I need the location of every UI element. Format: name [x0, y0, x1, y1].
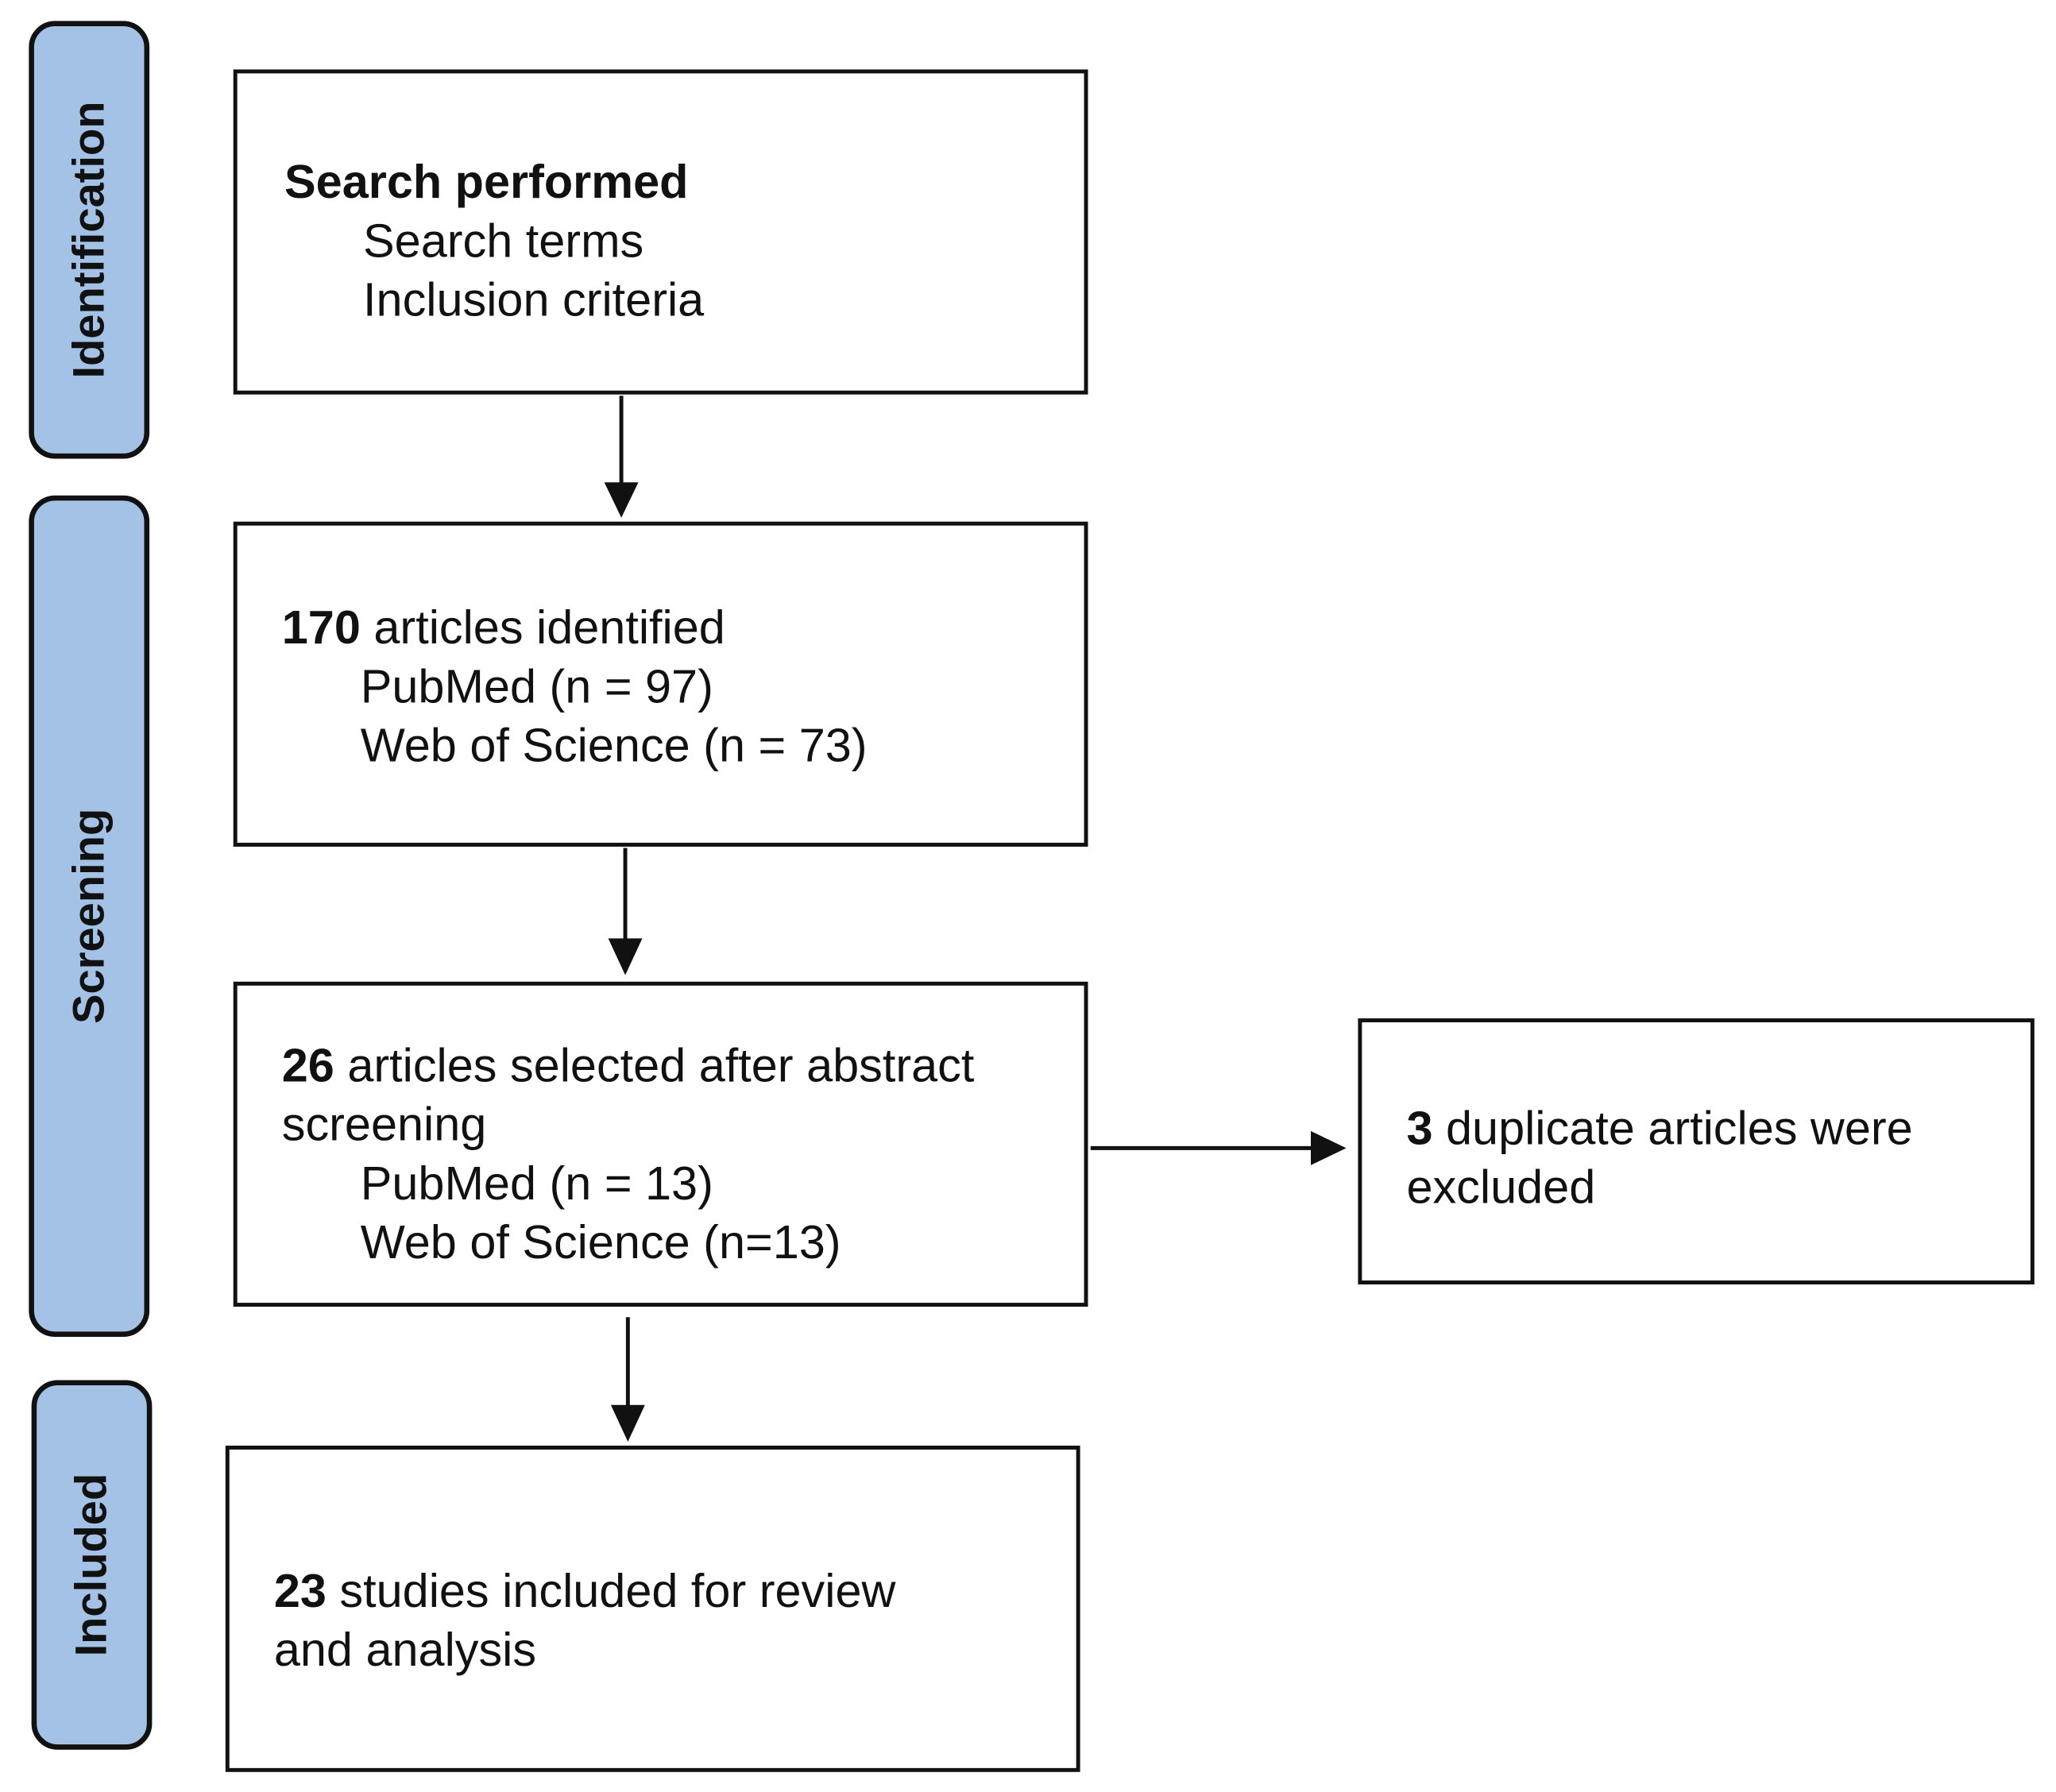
articles-selected-heading: 26 articles selected after abstract scre…	[282, 1036, 1056, 1154]
articles-identified-heading: 170 articles identified	[282, 597, 1084, 656]
identified-wos-line: Web of Science (n = 73)	[360, 718, 868, 772]
studies-included-count: 23	[273, 1563, 327, 1618]
duplicates-excluded-text-block: 3 duplicate articles were excluded	[1406, 1099, 1983, 1217]
arrowhead-excluded	[1311, 1130, 1347, 1165]
search-performed-box: Search performed Search terms Inclusion …	[233, 69, 1088, 395]
articles-selected-text: articles selected after abstract screeni…	[281, 1037, 975, 1151]
identified-pubmed-line: PubMed (n = 97)	[360, 658, 713, 713]
articles-identified-box: 170 articles identified PubMed (n = 97) …	[233, 521, 1088, 847]
selected-wos-line: Web of Science (n=13)	[360, 1215, 841, 1269]
articles-selected-box: 26 articles selected after abstract scre…	[233, 981, 1088, 1307]
search-performed-title: Search performed	[284, 154, 689, 209]
articles-identified-text: articles identified	[360, 600, 725, 655]
articles-selected-count: 26	[281, 1037, 334, 1092]
selected-pubmed-line: PubMed (n = 13)	[360, 1156, 713, 1210]
search-terms-line: Search terms	[363, 213, 644, 268]
studies-included-text: studies included for review and analysis	[273, 1563, 896, 1677]
arrowhead-selected	[608, 938, 643, 975]
studies-included-text-block: 23 studies included for review and analy…	[274, 1561, 982, 1678]
studies-included-box: 23 studies included for review and analy…	[225, 1445, 1080, 1772]
inclusion-criteria-line: Inclusion criteria	[363, 272, 705, 326]
phase-identification: Identification	[29, 21, 150, 459]
phase-included: Included	[31, 1380, 153, 1750]
articles-identified-count: 170	[281, 600, 361, 655]
arrowhead-included	[610, 1404, 645, 1442]
arrowhead-identified	[604, 482, 639, 518]
duplicates-excluded-count: 3	[1406, 1101, 1433, 1155]
duplicates-excluded-text: duplicate articles were excluded	[1406, 1101, 1913, 1214]
duplicates-excluded-box: 3 duplicate articles were excluded	[1358, 1018, 2035, 1284]
phase-screening: Screening	[29, 495, 150, 1338]
